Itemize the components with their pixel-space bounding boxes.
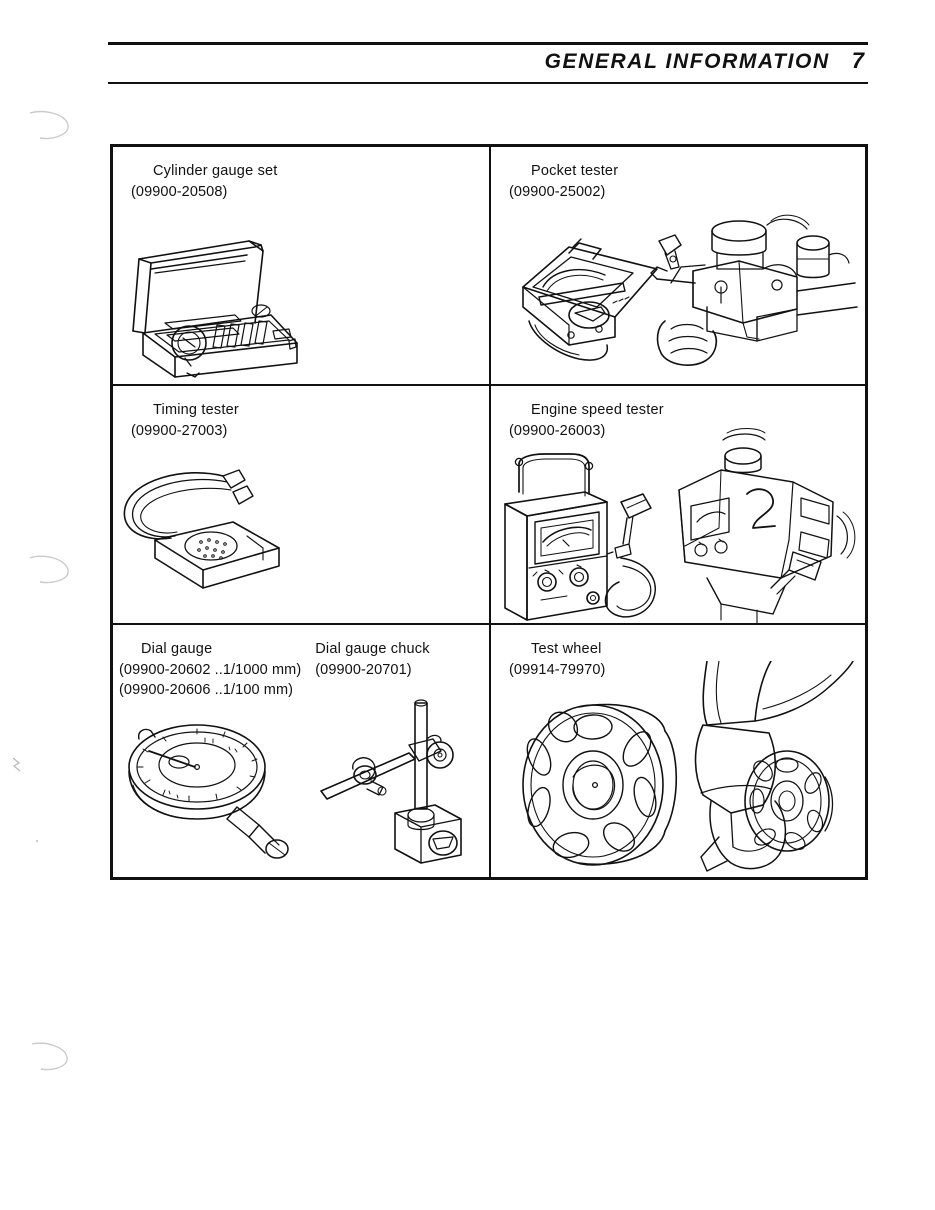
pocket-tester-illustration: [509, 225, 689, 375]
tool-label-block: Engine speed tester (09900-26003): [509, 400, 859, 441]
tool-label-block: Pocket tester (09900-25002): [509, 161, 859, 202]
tool-cell-dial-gauge: Dial gauge (09900-20602 ..1/1000 mm) (09…: [113, 625, 491, 877]
tool-name: Timing tester: [153, 402, 239, 418]
scan-artifact-binding-mark: [26, 552, 74, 586]
timing-tester-illustration: [113, 464, 407, 614]
tool-part-number: (09900-27003): [131, 422, 228, 439]
tool-label-block: Cylinder gauge set (09900-20508): [131, 161, 483, 202]
gearcase-with-test-wheel-illustration: [667, 661, 859, 877]
tool-name: Engine speed tester: [531, 402, 664, 418]
tool-part-number: (09900-20701): [315, 661, 412, 678]
tool-label-block: Test wheel (09914-79970): [509, 639, 859, 680]
page-title: GENERAL INFORMATION: [544, 50, 830, 73]
tool-cell-engine-speed-tester: Engine speed tester (09900-26003): [491, 386, 865, 625]
tool-cell-pocket-tester: Pocket tester (09900-25002): [491, 147, 865, 386]
tool-part-number: (09900-20508): [131, 183, 228, 200]
test-wheel-illustration: [515, 697, 697, 873]
tool-name: Cylinder gauge set: [153, 163, 278, 179]
tool-part-number: (09914-79970): [509, 661, 606, 678]
tool-part-number: (09900-26003): [509, 422, 606, 439]
tool-name: Test wheel: [531, 641, 602, 657]
tool-label-block: Dial gauge (09900-20602 ..1/1000 mm) (09…: [119, 639, 483, 701]
header-rule-top: [108, 42, 868, 45]
tool-part-number: (09900-25002): [509, 183, 606, 200]
tool-label-group: Test wheel (09914-79970): [509, 639, 605, 680]
header-title-row: GENERAL INFORMATION 7: [545, 48, 864, 74]
tool-label-group: Dial gauge chuck (09900-20701): [315, 639, 429, 680]
page-number: 7: [851, 48, 864, 73]
tool-label-group: Dial gauge (09900-20602 ..1/1000 mm) (09…: [119, 639, 301, 701]
page-header: GENERAL INFORMATION 7: [108, 42, 868, 84]
carburetor-assembly-illustration: [647, 211, 863, 371]
scan-artifact-speck-mark: [10, 755, 24, 775]
dial-gauge-chuck-illustration: [309, 693, 481, 865]
header-rule-bottom: [108, 82, 868, 84]
engine-speed-tester-illustration: [497, 450, 669, 623]
cylinder-gauge-set-illustration: [121, 235, 331, 380]
tool-label-block: Timing tester (09900-27003): [131, 400, 483, 441]
tool-label-group: Timing tester (09900-27003): [131, 400, 239, 441]
scan-artifact-binding-mark: [26, 1040, 74, 1074]
scan-artifact-speck: [36, 840, 38, 842]
tool-name: Dial gauge: [141, 641, 213, 657]
tool-name: Dial gauge chuck: [315, 641, 430, 657]
tool-name: Pocket tester: [531, 163, 619, 179]
tool-cell-timing-tester: Timing tester (09900-27003): [113, 386, 491, 625]
outboard-engine-illustration: [661, 428, 859, 623]
tool-label-group: Pocket tester (09900-25002): [509, 161, 618, 202]
special-tools-table: Cylinder gauge set (09900-20508): [110, 144, 868, 880]
dial-gauge-illustration: [113, 707, 317, 867]
tool-cell-cylinder-gauge-set: Cylinder gauge set (09900-20508): [113, 147, 491, 386]
tool-cell-test-wheel: Test wheel (09914-79970): [491, 625, 865, 877]
scan-artifact-binding-mark: [26, 108, 74, 142]
tool-label-group: Cylinder gauge set (09900-20508): [131, 161, 278, 202]
tool-label-group: Engine speed tester (09900-26003): [509, 400, 664, 441]
tool-part-number: (09900-20602 ..1/1000 mm): [119, 661, 302, 678]
tool-part-number: (09900-20606 ..1/100 mm): [119, 682, 294, 699]
